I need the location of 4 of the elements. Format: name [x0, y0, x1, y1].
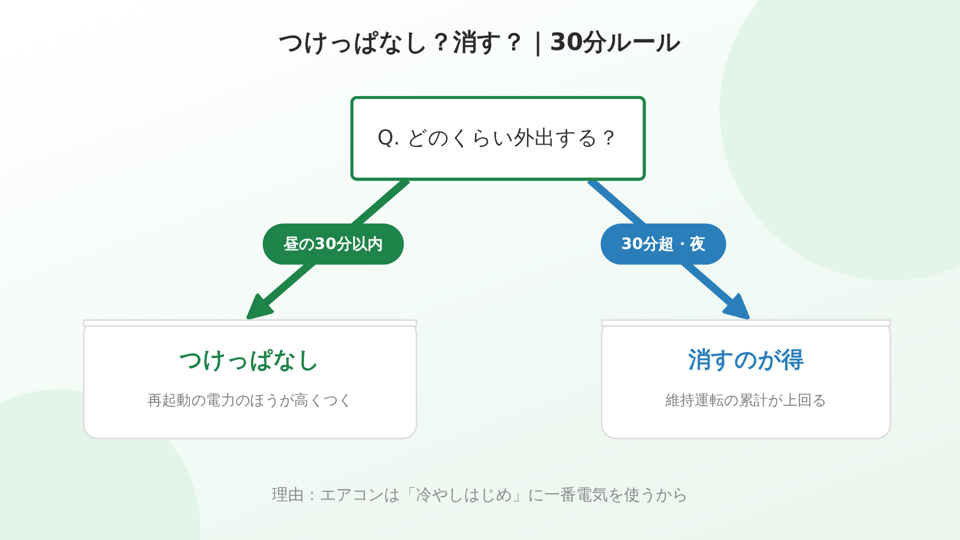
- caption: 理由：エアコンは「冷やしはじめ」に一番電気を使うから: [272, 485, 688, 506]
- edge-label: 30分超・夜: [621, 234, 706, 253]
- edge-label: 昼の30分以内: [283, 234, 384, 253]
- title: つけっぱなし？消す？｜30分ルール: [278, 27, 682, 58]
